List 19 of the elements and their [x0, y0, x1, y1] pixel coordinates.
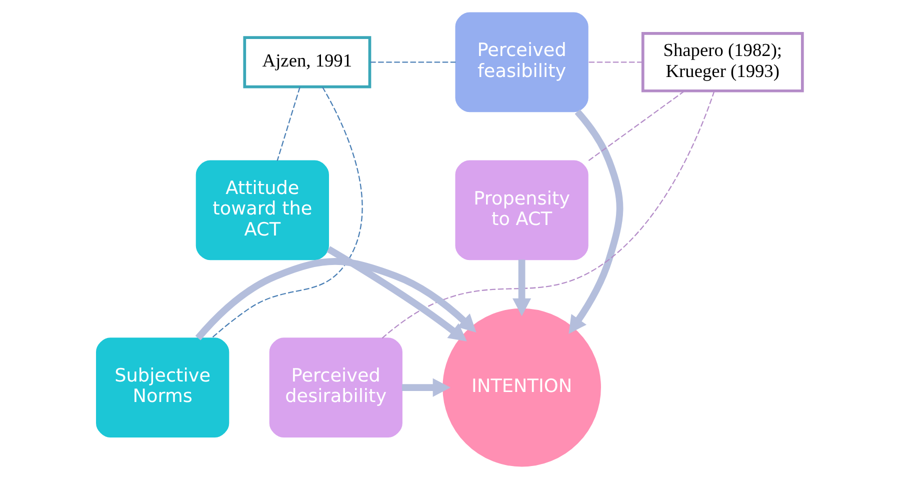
node-box: Perceived desirability [268, 338, 402, 438]
arrow [326, 246, 466, 342]
connector [210, 86, 362, 339]
node-box: Propensity to ACT [454, 160, 588, 260]
arrow [401, 378, 450, 397]
node-circle: INTENTION [442, 308, 600, 467]
node-box: Attitude toward the ACT [195, 160, 328, 260]
connector [381, 90, 714, 339]
node-box: Ajzen, 1991 [242, 36, 371, 88]
node-box: Subjective Norms [96, 338, 229, 438]
connector [587, 90, 684, 162]
node-box: Shapero (1982); Krueger (1993) [640, 32, 804, 92]
connector [588, 62, 642, 63]
connector [370, 62, 456, 63]
node-box: Perceived feasibility [454, 12, 588, 112]
connector [276, 86, 300, 162]
arrow [512, 260, 531, 316]
arrow [568, 109, 623, 334]
arrow [194, 258, 476, 340]
